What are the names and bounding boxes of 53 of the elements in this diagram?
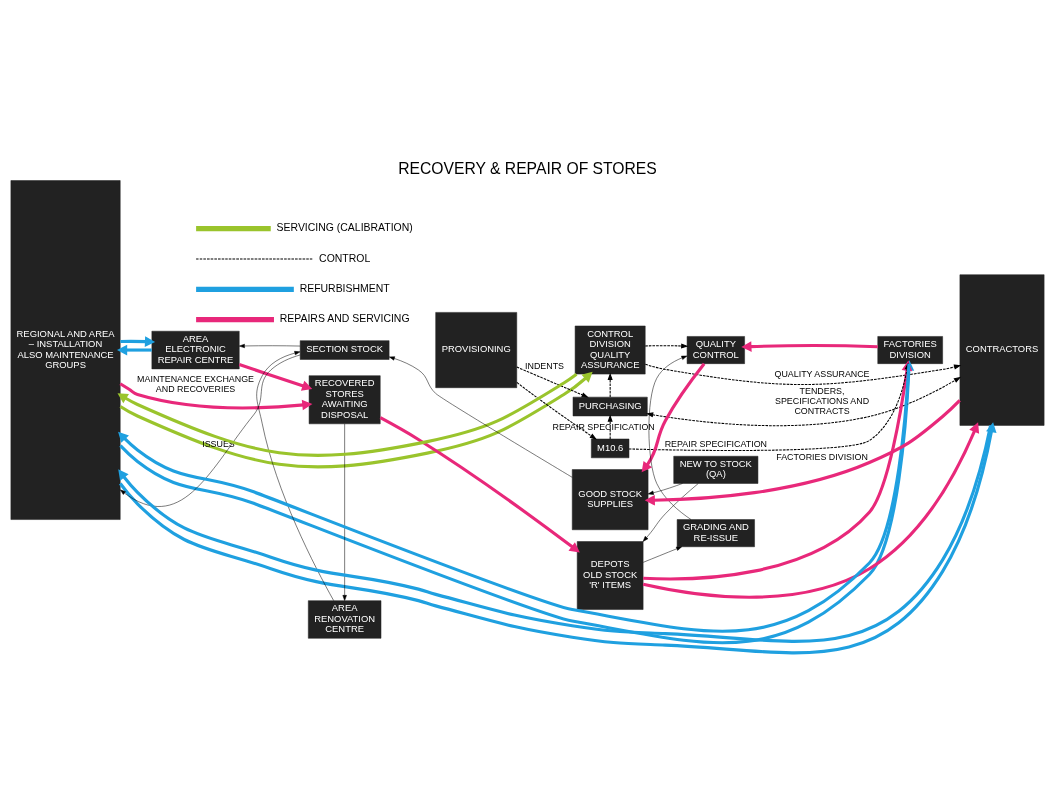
node-box: AREA ELECTRONIC REPAIR CENTRE bbox=[151, 330, 240, 370]
edge-label: INDENTS bbox=[525, 360, 564, 371]
arrow bbox=[239, 343, 301, 349]
node-box: PURCHASING bbox=[572, 396, 648, 417]
node-box: NEW TO STOCK (QA) bbox=[673, 456, 759, 484]
node-box: AREA RENOVATION CENTRE bbox=[308, 600, 382, 639]
edge-label: REPAIR SPECIFICATION bbox=[552, 421, 655, 432]
arrow bbox=[120, 354, 301, 507]
edge-label: FACTORIES DIVISION bbox=[776, 451, 868, 462]
diagram-title: RECOVERY & REPAIR OF STORES bbox=[398, 159, 657, 177]
node-box: RECOVERED STORES AWAITING DISPOSAL bbox=[308, 375, 381, 425]
node-box: CONTROL DIVISION QUALITY ASSURANCE bbox=[574, 325, 646, 375]
arrow bbox=[741, 341, 878, 352]
arrow bbox=[607, 414, 613, 440]
arrow bbox=[117, 344, 152, 356]
node-box: GRADING AND RE-ISSUE bbox=[676, 519, 755, 547]
arrow bbox=[516, 366, 589, 398]
arrow bbox=[379, 416, 580, 553]
legend-label: CONTROL bbox=[319, 252, 371, 264]
node-box: CONTRACTORS bbox=[959, 274, 1045, 426]
legend-label: REFURBISHMENT bbox=[299, 282, 390, 294]
legend-label: REPAIRS AND SERVICING bbox=[279, 313, 410, 325]
arrow bbox=[119, 371, 593, 469]
node-box: REGIONAL AND AREA – INSTALLATION ALSO MAINTENANCE GROUPS bbox=[10, 180, 121, 520]
arrow bbox=[642, 546, 682, 563]
arrow bbox=[607, 372, 613, 398]
arrow bbox=[516, 381, 597, 440]
arrow bbox=[644, 399, 961, 506]
arrow bbox=[342, 423, 347, 601]
node-box: QUALITY CONTROL bbox=[686, 336, 745, 364]
node-box: SECTION STOCK bbox=[299, 340, 390, 360]
arrow bbox=[389, 356, 573, 478]
node-box: GOOD STOCK SUPPLIES bbox=[571, 469, 649, 530]
node-box: M10.6 bbox=[591, 438, 630, 459]
arrow bbox=[642, 483, 699, 542]
node-box: FACTORIES DIVISION bbox=[877, 336, 943, 364]
arrow bbox=[642, 422, 980, 599]
edge-label: QUALITY ASSURANCE bbox=[774, 369, 870, 380]
edge-label: REPAIR SPECIFICATION bbox=[664, 438, 767, 449]
arrow bbox=[648, 355, 692, 520]
edge-label: MAINTENANCE EXCHANGE AND RECOVERIES bbox=[137, 373, 254, 394]
arrow bbox=[256, 351, 334, 601]
node-box: DEPOTS OLD STOCK 'R' ITEMS bbox=[576, 541, 644, 610]
arrow bbox=[238, 363, 313, 391]
arrow bbox=[644, 343, 689, 349]
node-box: PROVISIONING bbox=[435, 312, 518, 388]
arrow bbox=[119, 382, 313, 411]
arrow bbox=[645, 376, 962, 427]
arrow bbox=[641, 362, 706, 473]
arrow bbox=[647, 483, 683, 495]
edge-label: TENDERS, SPECIFICATIONS AND CONTRACTS bbox=[775, 385, 870, 416]
legend-label: SERVICING (CALIBRATION) bbox=[276, 222, 413, 234]
arrow bbox=[120, 336, 156, 347]
